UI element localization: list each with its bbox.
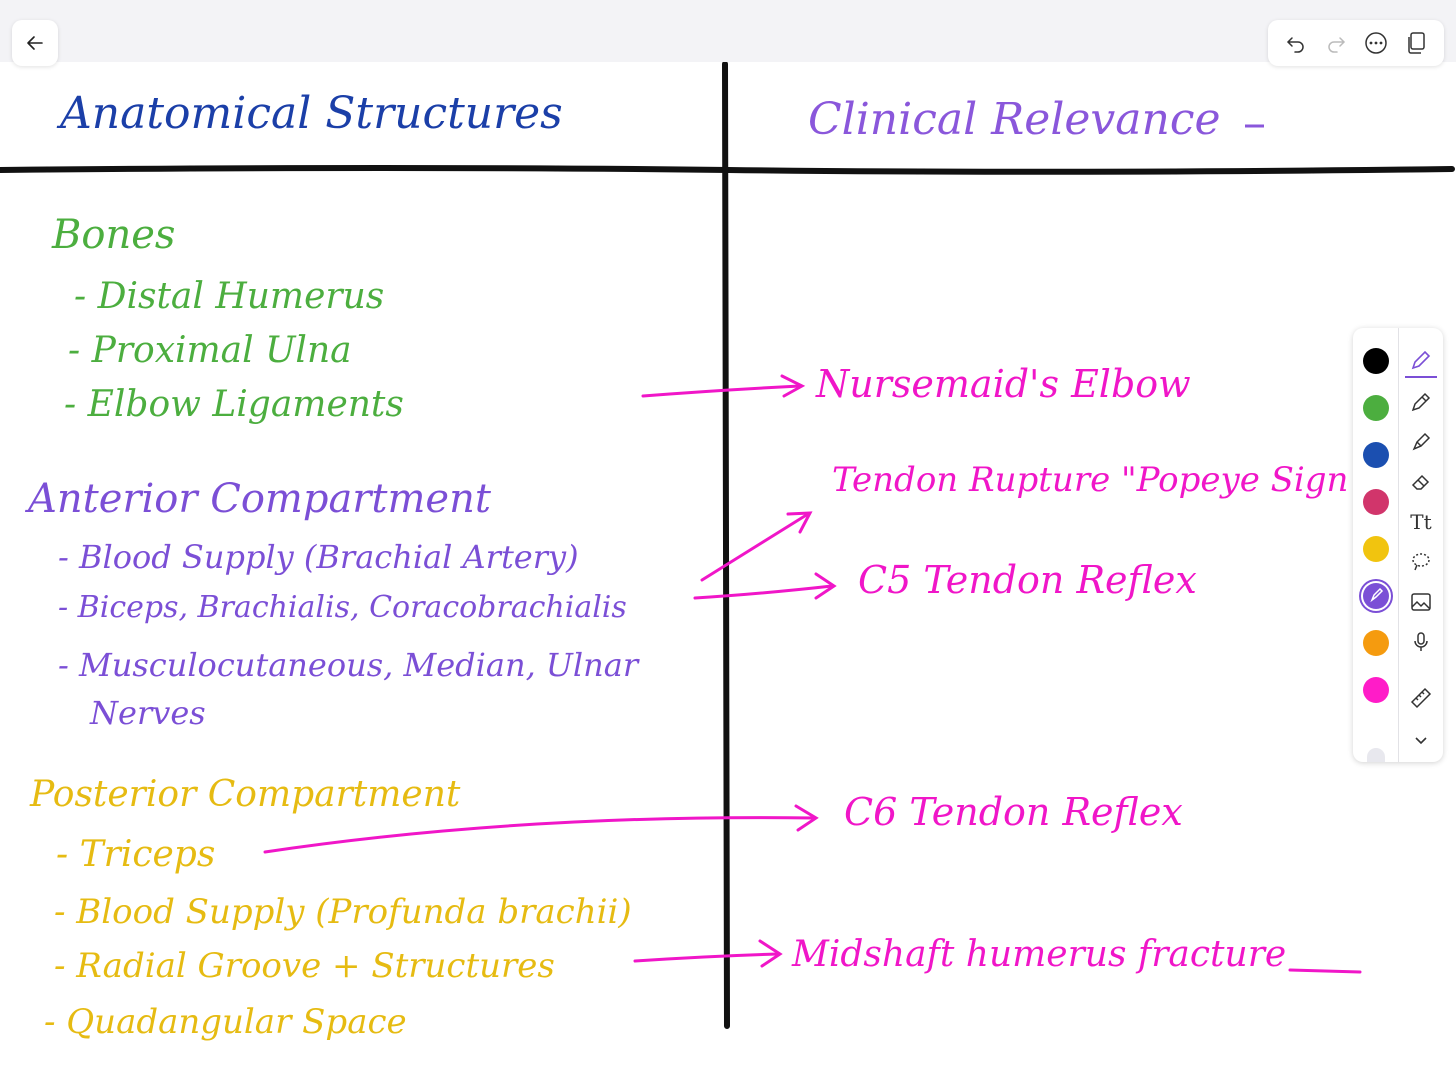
lasso-icon[interactable] (1405, 546, 1437, 578)
clinical-tendon-rupture: Tendon Rupture "Popeye Sign (832, 460, 1347, 500)
ruler-icon[interactable] (1405, 682, 1437, 714)
toolbar-right-group (1268, 20, 1444, 66)
clinical-c5-reflex: C5 Tendon Reflex (858, 558, 1197, 602)
pen-icon[interactable] (1405, 344, 1437, 378)
anterior-item: - Musculocutaneous, Median, Ulnar (58, 646, 639, 684)
pencil-icon[interactable] (1405, 386, 1437, 418)
anterior-heading: Anterior Compartment (28, 476, 491, 522)
pages-icon[interactable] (1401, 28, 1431, 58)
arrow-left-icon (20, 28, 50, 58)
posterior-heading: Posterior Compartment (30, 774, 461, 815)
bones-heading: Bones (52, 212, 176, 258)
color-swatch[interactable] (1363, 442, 1389, 468)
eraser-icon[interactable] (1405, 466, 1437, 498)
clinical-midshaft-fracture: Midshaft humerus fracture (792, 934, 1287, 975)
clinical-c6-reflex: C6 Tendon Reflex (844, 790, 1183, 834)
posterior-item: - Radial Groove + Structures (54, 946, 555, 986)
posterior-item: - Quadangular Space (44, 1002, 407, 1042)
left-column-header: Anatomical Structures (60, 88, 563, 139)
palette-divider (1398, 328, 1399, 762)
palette-handle[interactable] (1367, 748, 1385, 762)
color-swatch[interactable] (1363, 489, 1389, 515)
color-swatch[interactable] (1363, 395, 1389, 421)
clinical-nursemaid: Nursemaid's Elbow (816, 362, 1191, 406)
more-options-icon[interactable] (1361, 28, 1391, 58)
highlighter-icon[interactable] (1405, 426, 1437, 458)
bones-item: - Proximal Ulna (68, 330, 352, 371)
microphone-icon[interactable] (1405, 626, 1437, 658)
redo-icon[interactable] (1321, 28, 1351, 58)
ink-lines (0, 62, 1455, 1029)
back-button[interactable] (12, 20, 58, 66)
color-swatch[interactable] (1363, 348, 1389, 374)
tool-palette: Tt (1353, 328, 1443, 762)
right-column-header: Clinical Relevance (808, 94, 1221, 145)
image-icon[interactable] (1405, 586, 1437, 618)
bones-item: - Distal Humerus (74, 276, 385, 317)
chevron-down-icon[interactable] (1405, 724, 1437, 756)
bones-item: - Elbow Ligaments (64, 384, 404, 425)
anterior-item: Nerves (90, 694, 206, 732)
posterior-item: - Triceps (56, 834, 216, 875)
undo-icon[interactable] (1281, 28, 1311, 58)
anterior-item: - Blood Supply (Brachial Artery) (58, 538, 579, 576)
anterior-item: - Biceps, Brachialis, Coracobrachialis (58, 590, 627, 625)
color-swatch[interactable] (1363, 677, 1389, 703)
color-swatch[interactable] (1363, 583, 1389, 609)
color-swatch[interactable] (1363, 630, 1389, 656)
top-toolbar (0, 0, 1456, 62)
color-swatch[interactable] (1363, 536, 1389, 562)
text-icon[interactable]: Tt (1410, 510, 1432, 534)
posterior-item: - Blood Supply (Profunda brachii) (54, 892, 632, 932)
drawing-canvas[interactable]: Anatomical Structures Clinical Relevance… (0, 62, 1456, 1091)
